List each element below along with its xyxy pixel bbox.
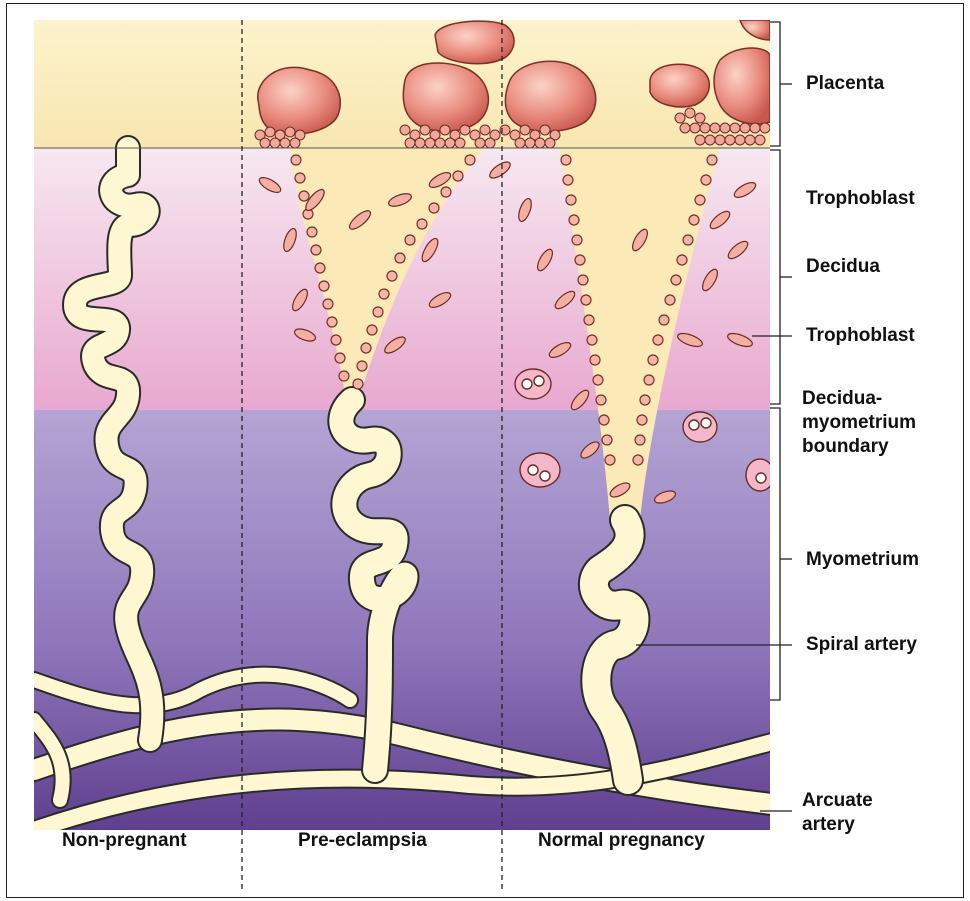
column-label-normal-pregnancy: Normal pregnancy [538, 830, 705, 852]
myometrium-label: Myometrium [806, 548, 919, 572]
arcuate-artery-label: Arcuate artery [802, 789, 873, 837]
column-label-non-pregnant: Non-pregnant [62, 830, 187, 852]
trophoblast-label-mid: Trophoblast [806, 324, 915, 348]
placenta-label: Placenta [806, 72, 884, 96]
spiral-artery-label: Spiral artery [806, 633, 917, 657]
arcuate-label-line1: Arcuate [802, 789, 873, 813]
trophoblast-label-top: Trophoblast [806, 187, 915, 211]
boundary-label-line3: boundary [802, 435, 916, 459]
arcuate-label-line2: artery [802, 813, 873, 837]
decidua-label: Decidua [806, 255, 880, 279]
boundary-label: Decidua- myometrium boundary [802, 387, 916, 459]
boundary-label-line2: myometrium [802, 411, 916, 435]
column-label-pre-eclampsia: Pre-eclampsia [298, 830, 427, 852]
boundary-label-line1: Decidua- [802, 387, 916, 411]
